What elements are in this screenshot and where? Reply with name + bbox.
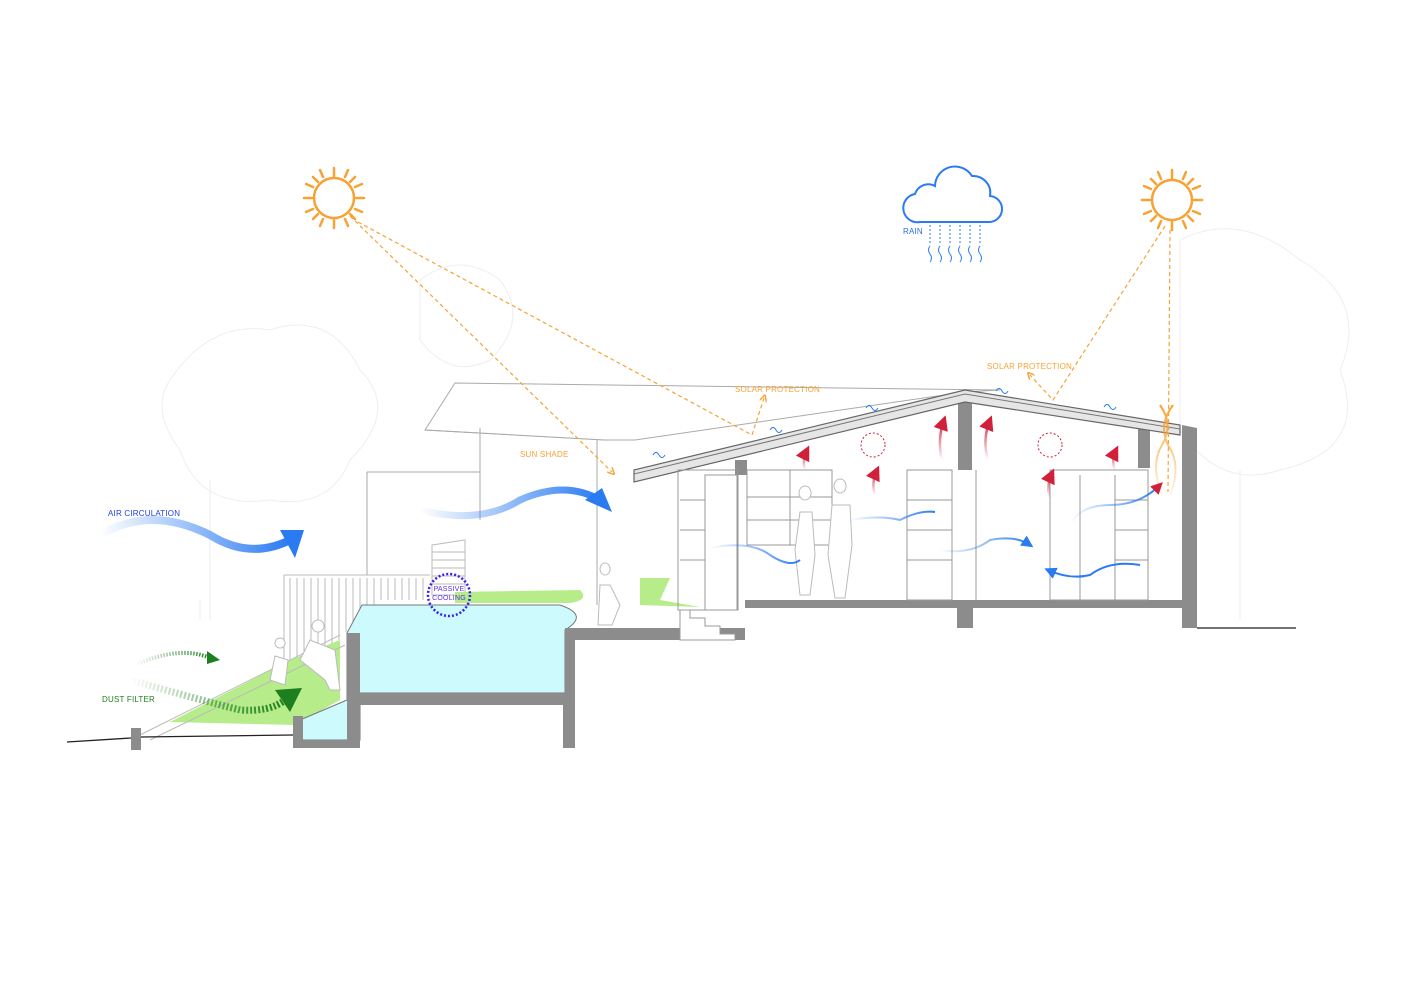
windows-doors — [677, 469, 1149, 611]
label-cooling: COOLING — [432, 595, 466, 602]
label-rain: RAIN — [903, 227, 923, 236]
ground-line — [66, 627, 1296, 743]
label-passive: PASSIVE — [433, 586, 465, 593]
sun-icon — [302, 166, 366, 230]
back-roof — [366, 382, 1001, 605]
passive-cooling-cycle-icon — [426, 572, 472, 618]
rain-cloud-icon — [902, 165, 1003, 263]
label-sun-shade: SUN SHADE — [520, 450, 569, 459]
dust-filter-arrows — [129, 650, 302, 714]
air-circulation-arrows — [96, 482, 1163, 579]
background-trees — [161, 228, 1350, 620]
label-air-circulation: AIR CIRCULATION — [108, 509, 181, 518]
label-solar-protection-right: SOLAR PROTECTION — [987, 362, 1072, 371]
label-dust-filter: DUST FILTER — [102, 695, 156, 704]
people-silhouettes — [269, 478, 853, 691]
solar-rays — [349, 215, 1171, 493]
convection-circles — [860, 432, 1063, 458]
main-roof — [633, 389, 1181, 483]
pool-water — [299, 604, 577, 741]
sun-icon — [1140, 168, 1204, 232]
label-solar-protection-left: SOLAR PROTECTION — [735, 385, 820, 394]
heat-rising-arrows — [795, 415, 1119, 499]
label-passive-cooling: PASSIVE COOLING — [428, 585, 470, 603]
rain-drops-on-roof — [652, 388, 1117, 458]
heat-exhaust-arrows — [1155, 404, 1177, 496]
